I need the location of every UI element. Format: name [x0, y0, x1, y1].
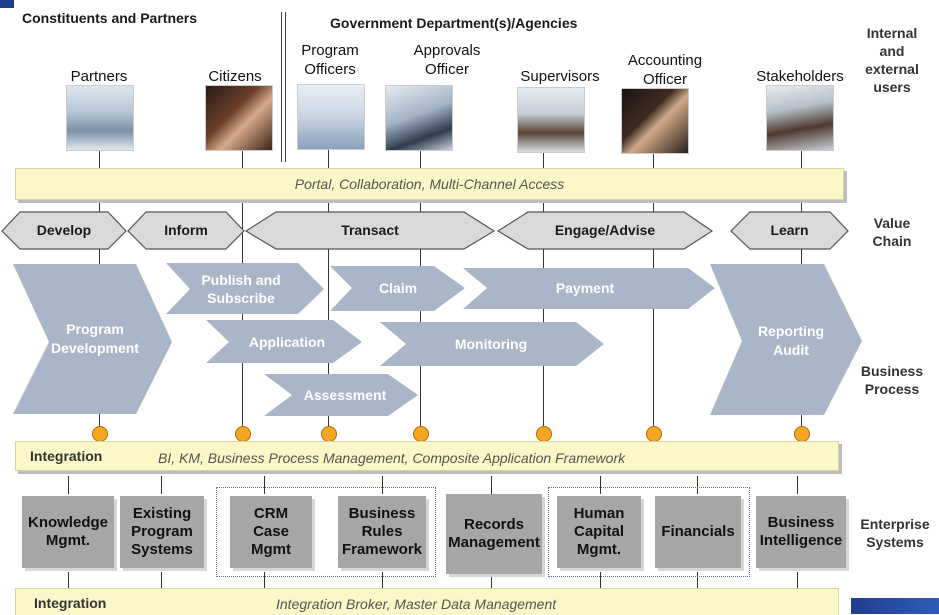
portal-band-text: Portal, Collaboration, Multi-Channel Acc…: [294, 176, 565, 192]
tick: [797, 572, 799, 590]
process-application: Application: [248, 334, 326, 350]
system-business-intelligence: Business Intelligence: [756, 496, 846, 568]
integration-band-label: Integration: [30, 448, 103, 464]
tick: [382, 572, 384, 590]
value-chain-inform-label: Inform: [164, 222, 208, 238]
tick: [68, 476, 70, 494]
connector-dot: [536, 426, 552, 442]
value-chain-transact-label: Transact: [341, 222, 399, 238]
process-claim: Claim: [378, 280, 418, 296]
process-program-development: Program Development: [51, 321, 139, 356]
system-crm-case: CRM Case Mgmt: [230, 496, 312, 568]
stakeholders-photo: [766, 85, 834, 151]
approvals-photo: [385, 85, 453, 151]
tick: [68, 572, 70, 590]
officer-photo: [297, 84, 365, 150]
system-existing-program: Existing Program Systems: [120, 496, 204, 568]
tick: [382, 476, 384, 494]
tick: [600, 572, 602, 590]
tick: [491, 476, 493, 494]
portal-band: Portal, Collaboration, Multi-Channel Acc…: [15, 168, 844, 200]
system-knowledge-mgmt: Knowledge Mgmt.: [22, 496, 114, 568]
system-financials: Financials: [655, 496, 741, 568]
system-records-management: Records Management: [446, 494, 542, 574]
process-assessment: Assessment: [303, 387, 387, 403]
value-chain-learn-label: Learn: [770, 222, 809, 238]
connector-dot: [321, 426, 337, 442]
citizen-photo: [205, 85, 273, 151]
row-label-value-chain: Value Chain: [872, 215, 912, 249]
hr-finance-group-outline: [548, 487, 750, 577]
connector-dot: [92, 426, 108, 442]
system-human-capital: Human Capital Mgmt.: [557, 496, 641, 568]
corner-logo: [851, 598, 939, 614]
process-publish-subscribe: Publish and Subscribe: [201, 272, 281, 306]
process-monitoring: Monitoring: [454, 336, 528, 352]
integration-band-text: BI, KM, Business Process Management, Com…: [158, 450, 626, 466]
value-chain-develop-label: Develop: [36, 222, 92, 238]
row-label-users: Internal and external users: [865, 25, 919, 95]
value-chain-engage-label: Engage/Advise: [554, 222, 656, 238]
section-divider: [281, 12, 286, 162]
row-label-enterprise-systems: Enterprise Systems: [860, 516, 930, 550]
supervisor-photo: [517, 87, 585, 153]
office-photo: [66, 85, 134, 151]
tick: [161, 476, 163, 494]
integration-bottom-label: Integration: [34, 595, 107, 611]
user-label-citizens: Citizens: [208, 68, 262, 85]
corner-accent: [0, 0, 14, 8]
integration-bottom-text: Integration Broker, Master Data Manageme…: [276, 596, 557, 612]
connector-dot: [235, 426, 251, 442]
user-label-accounting-officer: Accounting Officer: [627, 52, 703, 88]
crm-group-outline: [216, 487, 436, 577]
process-payment: Payment: [555, 280, 615, 296]
user-label-supervisors: Supervisors: [520, 68, 600, 85]
connector-dot: [794, 426, 810, 442]
constituents-header: Constituents and Partners: [22, 10, 198, 26]
user-label-stakeholders: Stakeholders: [756, 68, 844, 85]
process-reporting-audit: Reporting Audit: [757, 323, 825, 358]
user-label-program-officers: Program Officers: [301, 42, 359, 78]
user-line-program-officers: [328, 150, 330, 428]
tick: [697, 476, 699, 494]
tick: [491, 572, 493, 590]
row-label-business-process: Business Process: [860, 363, 924, 397]
connector-dot: [646, 426, 662, 442]
tick: [264, 476, 266, 494]
tick: [264, 572, 266, 590]
user-label-partners: Partners: [70, 68, 128, 85]
tick: [797, 476, 799, 494]
tick: [161, 572, 163, 590]
tick: [697, 572, 699, 590]
tick: [600, 476, 602, 494]
government-header: Government Department(s)/Agencies: [330, 15, 578, 31]
user-label-approvals-officer: Approvals Officer: [413, 42, 481, 78]
integration-band: Integration BI, KM, Business Process Man…: [15, 441, 839, 471]
integration-bottom-band: Integration Integration Broker, Master D…: [15, 588, 839, 615]
connector-dot: [413, 426, 429, 442]
accounting-photo: [621, 88, 689, 154]
system-business-rules: Business Rules Framework: [338, 496, 426, 568]
